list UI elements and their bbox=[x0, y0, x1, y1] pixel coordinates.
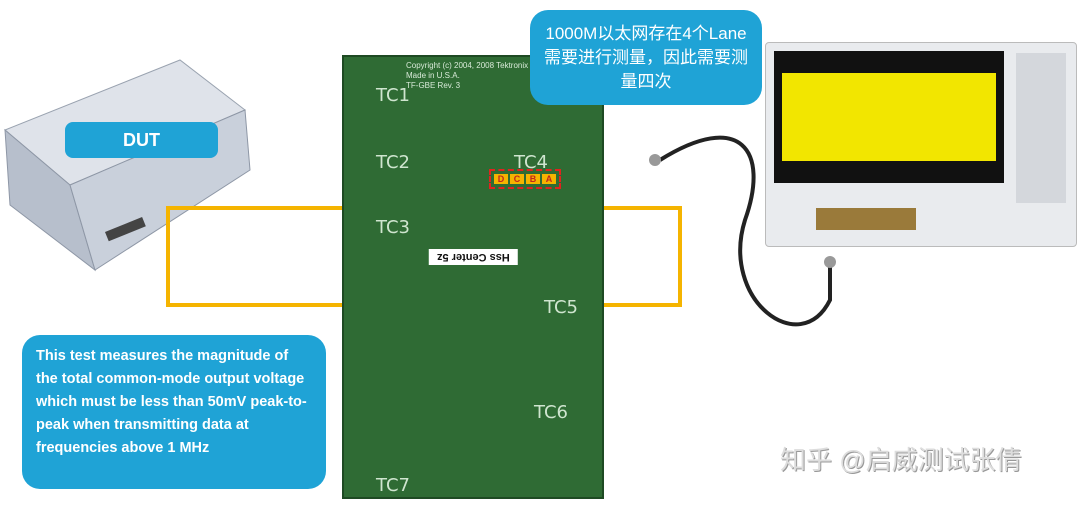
watermark: 知乎 @启威测试张倩 bbox=[780, 445, 1022, 475]
scope-screen bbox=[774, 51, 1004, 183]
bnc-cable bbox=[658, 135, 832, 327]
tc3-label: TC3 bbox=[376, 217, 410, 238]
lane-d: D bbox=[494, 174, 508, 184]
oscilloscope bbox=[765, 42, 1077, 247]
tc2-label: TC2 bbox=[376, 152, 410, 173]
tc1-label: TC1 bbox=[376, 85, 410, 106]
board-sticker: Hss Center 5z bbox=[429, 249, 518, 265]
tc5-label: TC5 bbox=[544, 297, 578, 318]
board-copyright: Copyright (c) 2004, 2008 Tektronix Made … bbox=[406, 61, 529, 90]
lane-c: C bbox=[510, 174, 524, 184]
lane-selector: D C B A bbox=[489, 169, 561, 189]
lane-callout: 1000M以太网存在4个Lane需要进行测量，因此需要测量四次 bbox=[530, 10, 762, 105]
tc7-label: TC7 bbox=[376, 475, 410, 496]
tc6-label: TC6 bbox=[534, 402, 568, 423]
tc4-label: TC4 bbox=[514, 152, 548, 173]
test-fixture-board: Copyright (c) 2004, 2008 Tektronix Made … bbox=[342, 55, 604, 499]
dut-label: DUT bbox=[65, 122, 218, 158]
bnc-connector bbox=[824, 256, 836, 268]
waveform bbox=[782, 73, 996, 161]
test-description: This test measures the magnitude of the … bbox=[22, 335, 326, 489]
scope-inputs bbox=[816, 208, 916, 230]
dut-switch bbox=[4, 59, 251, 272]
scope-controls bbox=[1016, 53, 1066, 203]
bnc-connector bbox=[649, 154, 661, 166]
lane-b: B bbox=[526, 174, 540, 184]
lane-a: A bbox=[542, 174, 556, 184]
